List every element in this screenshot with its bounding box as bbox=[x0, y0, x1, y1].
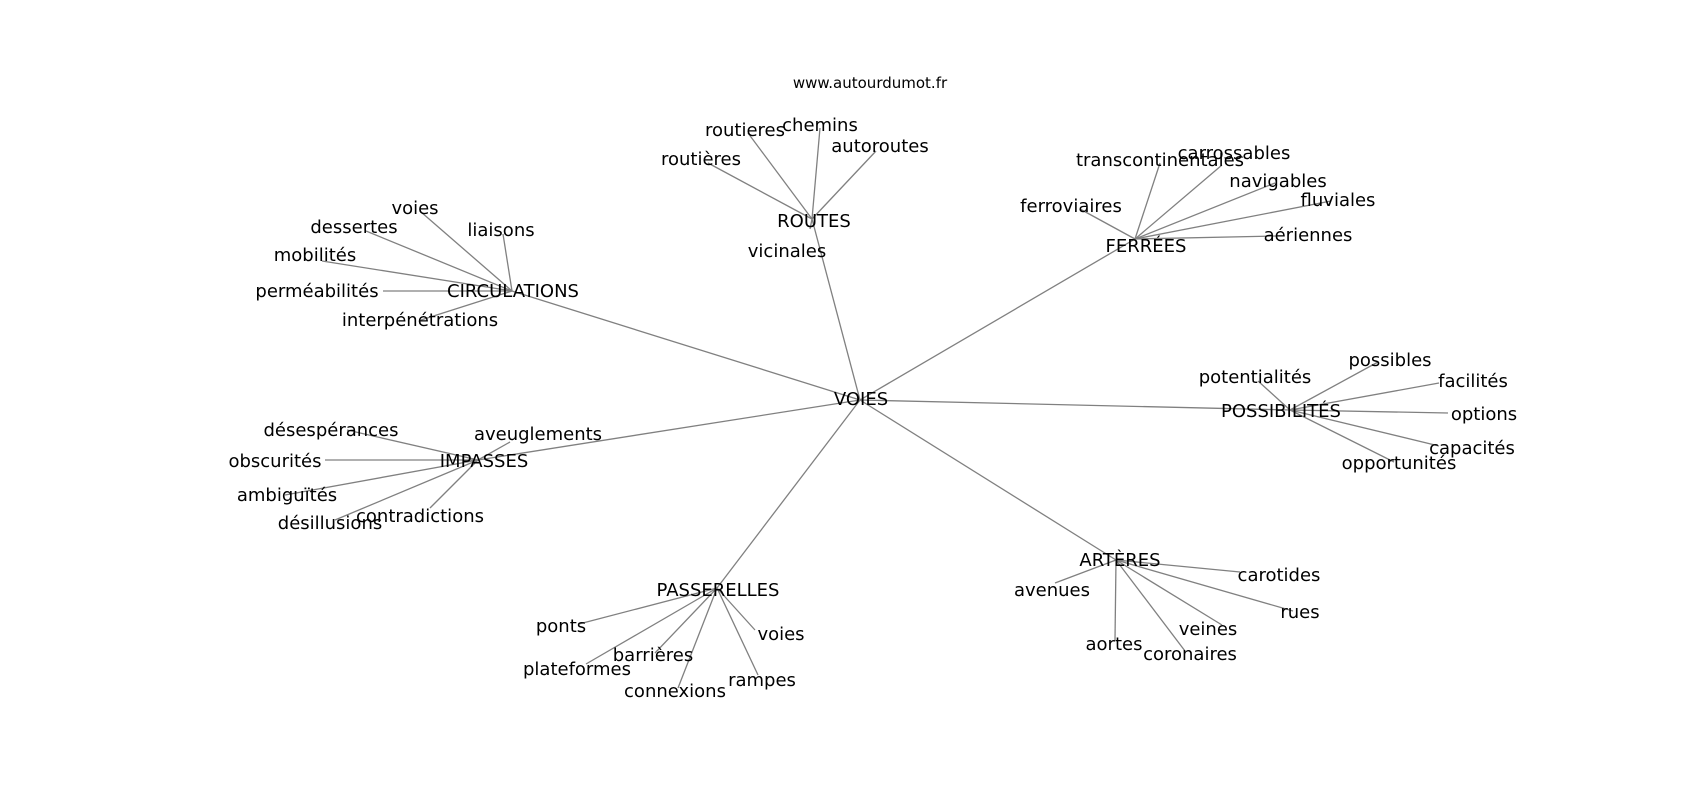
edge-hub-leaf bbox=[429, 459, 479, 509]
leaf-node-label: aortes bbox=[1086, 634, 1143, 655]
leaf-node-label: ferroviaires bbox=[1020, 196, 1122, 217]
edge-hub-leaf bbox=[1114, 559, 1117, 641]
edge-hub-leaf bbox=[578, 587, 718, 625]
edge-hub-leaf bbox=[1289, 409, 1449, 414]
edge-hub-leaf bbox=[321, 260, 513, 292]
edge-hub-leaf bbox=[477, 441, 511, 461]
leaf-node-label: fluviales bbox=[1301, 190, 1376, 211]
edge-hub-leaf bbox=[284, 459, 479, 496]
edge-hub-leaf bbox=[1134, 182, 1276, 240]
edge-hub-leaf bbox=[1134, 162, 1161, 240]
edge-hub-leaf bbox=[716, 587, 759, 676]
leaf-node-label: autoroutes bbox=[831, 136, 928, 157]
edge-center-hub bbox=[477, 399, 861, 461]
leaf-node-label: facilités bbox=[1438, 371, 1508, 392]
edge-hub-leaf bbox=[654, 587, 718, 654]
leaf-node-label: voies bbox=[391, 198, 438, 219]
edge-hub-leaf bbox=[1115, 559, 1223, 626]
leaf-node-label: routières bbox=[661, 149, 741, 170]
edge-hub-leaf bbox=[811, 150, 877, 220]
leaf-node-label: rampes bbox=[728, 670, 796, 691]
edge-hub-leaf bbox=[1115, 559, 1241, 573]
leaf-node-label: liaisons bbox=[467, 220, 534, 241]
leaf-node-label: plateformes bbox=[523, 659, 631, 680]
edge-center-hub bbox=[859, 399, 1117, 561]
leaf-node-label: coronaires bbox=[1143, 644, 1237, 665]
leaf-node-label: possibles bbox=[1348, 350, 1431, 371]
hub-node-label: IMPASSES bbox=[440, 451, 529, 472]
edge-center-hub bbox=[716, 399, 861, 589]
leaf-node-label: rues bbox=[1280, 602, 1319, 623]
leaf-node-label: opportunités bbox=[1342, 453, 1457, 474]
hub-node-label: POSSIBILITÉS bbox=[1221, 400, 1341, 422]
hub-node-label: PASSERELLES bbox=[657, 580, 780, 601]
edge-hub-leaf bbox=[334, 459, 479, 521]
leaf-node-label: capacités bbox=[1429, 438, 1515, 459]
edge-hub-leaf bbox=[1289, 382, 1440, 411]
hub-node-label: FERRÉES bbox=[1106, 235, 1187, 257]
edge-center-hub bbox=[511, 290, 861, 401]
leaf-node-label: veines bbox=[1179, 619, 1238, 640]
edge-hub-leaf bbox=[716, 587, 756, 631]
edge-hub-leaf bbox=[1289, 361, 1379, 411]
leaf-node-label: mobilités bbox=[274, 245, 357, 266]
edge-center-hub bbox=[811, 218, 861, 401]
leaf-node-label: ambiguïtés bbox=[237, 485, 337, 506]
edge-hub-leaf bbox=[1289, 409, 1440, 447]
leaf-node-label: dessertes bbox=[310, 217, 397, 238]
edge-center-hub bbox=[859, 399, 1291, 411]
edge-hub-leaf bbox=[1134, 164, 1223, 240]
leaf-node-label: carrossables bbox=[1178, 143, 1291, 164]
edge-hub-leaf bbox=[1054, 559, 1117, 584]
edge-hub-leaf bbox=[585, 587, 718, 665]
edge-hub-leaf bbox=[1134, 235, 1277, 240]
edge-hub-leaf bbox=[1115, 559, 1186, 652]
edge-hub-leaf bbox=[420, 290, 513, 321]
leaf-node-label: perméabilités bbox=[255, 281, 378, 302]
edge-hub-leaf bbox=[1134, 200, 1332, 240]
edge-hub-leaf bbox=[747, 132, 813, 220]
edge-center-hub bbox=[859, 238, 1136, 401]
edge-hub-leaf bbox=[1257, 380, 1291, 411]
edge-hub-leaf bbox=[502, 233, 513, 292]
labels-layer: www.autourdumot.fr VOIESROUTESroutieresc… bbox=[228, 74, 1517, 702]
leaf-node-label: carotides bbox=[1238, 565, 1321, 586]
leaf-node-label: potentialités bbox=[1199, 367, 1312, 388]
leaf-node-label: routieres bbox=[705, 120, 785, 141]
leaf-node-label: options bbox=[1451, 404, 1517, 425]
leaf-node-label: désillusions bbox=[278, 513, 382, 534]
edge-hub-leaf bbox=[811, 127, 821, 220]
edge-hub-leaf bbox=[1289, 409, 1395, 463]
leaf-node-label: désespérances bbox=[263, 420, 398, 441]
leaf-node-label: obscurités bbox=[228, 451, 321, 472]
edge-hub-leaf bbox=[809, 218, 813, 230]
leaf-node-label: navigables bbox=[1229, 171, 1326, 192]
hub-node-label: ROUTES bbox=[777, 211, 851, 232]
leaf-node-label: transcontinentales bbox=[1076, 150, 1244, 171]
edge-hub-leaf bbox=[365, 230, 513, 292]
edge-hub-leaf bbox=[346, 429, 479, 461]
leaf-node-label: connexions bbox=[624, 681, 726, 702]
edge-hub-leaf bbox=[1079, 208, 1136, 240]
leaf-node-label: chemins bbox=[782, 115, 858, 136]
leaf-node-label: ponts bbox=[536, 616, 586, 637]
site-label: www.autourdumot.fr bbox=[793, 74, 948, 92]
hub-node-label: ARTÈRES bbox=[1079, 549, 1160, 571]
leaf-node-label: avenues bbox=[1014, 580, 1090, 601]
edge-hub-leaf bbox=[420, 211, 513, 292]
leaf-node-label: barrières bbox=[613, 645, 693, 666]
center-node-label: VOIES bbox=[834, 389, 888, 410]
edge-hub-leaf bbox=[1115, 559, 1294, 612]
edge-hub-leaf bbox=[677, 587, 718, 689]
leaf-node-label: contradictions bbox=[356, 506, 484, 527]
leaf-node-label: vicinales bbox=[748, 241, 826, 262]
leaf-node-label: aériennes bbox=[1264, 225, 1353, 246]
leaf-node-label: interpénétrations bbox=[342, 310, 498, 331]
hub-node-label: CIRCULATIONS bbox=[447, 281, 579, 302]
leaf-node-label: aveuglements bbox=[474, 424, 602, 445]
edge-hub-leaf bbox=[707, 162, 813, 220]
leaf-node-label: voies bbox=[757, 624, 804, 645]
edges-layer bbox=[284, 127, 1449, 689]
